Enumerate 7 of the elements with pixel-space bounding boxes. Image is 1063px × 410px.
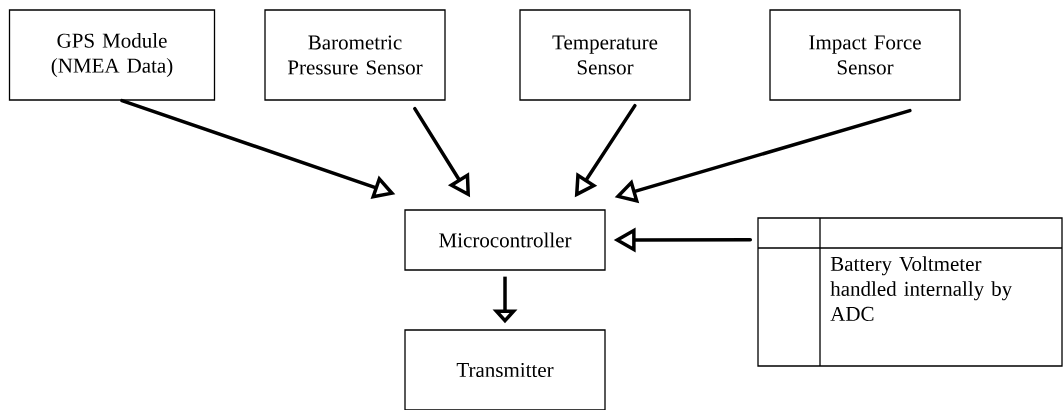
- process-box: Transmitter: [404, 329, 606, 410]
- table: Battery Voltmeter handled internally by ADC: [757, 217, 1063, 367]
- process-box: GPS Module (NMEA Data): [8, 9, 216, 101]
- process-box: Temperature Sensor: [519, 9, 691, 101]
- process-box: Microcontroller: [404, 209, 606, 271]
- process-box: Impact Force Sensor: [769, 9, 961, 101]
- process-box: Barometric Pressure Sensor: [264, 9, 446, 101]
